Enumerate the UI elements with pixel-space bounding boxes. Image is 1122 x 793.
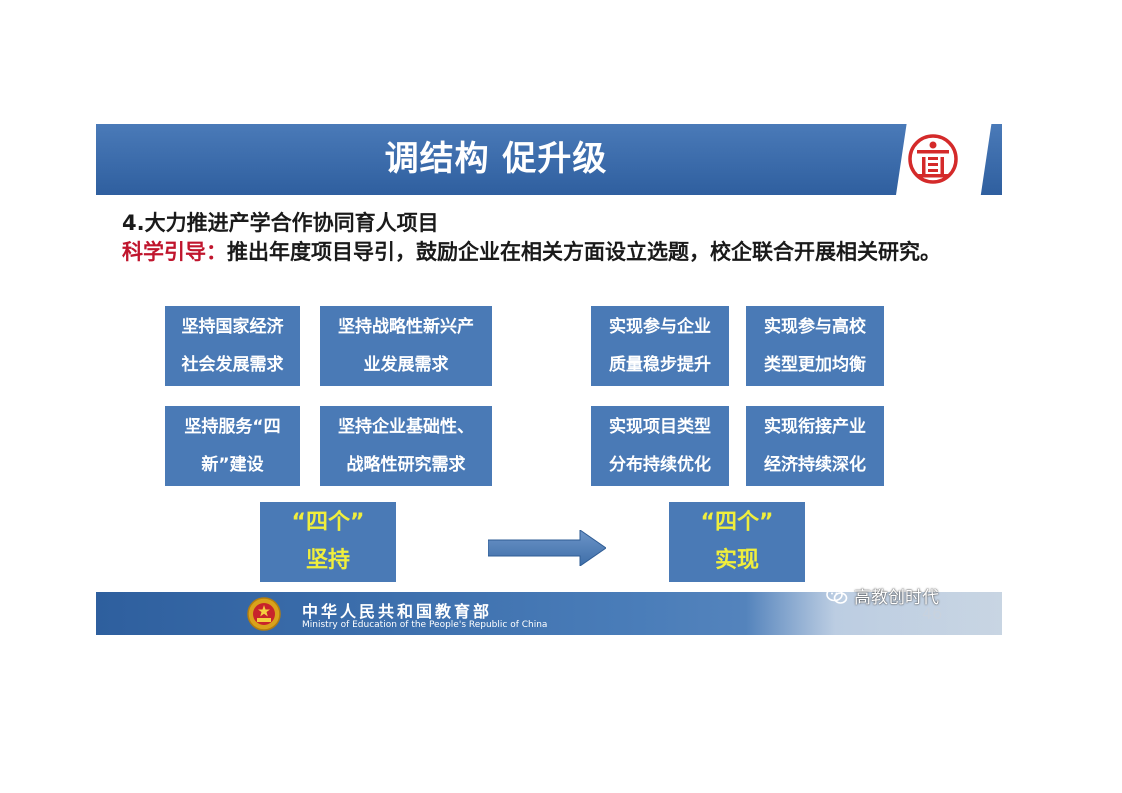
wechat-icon xyxy=(826,587,848,604)
achieve-summary-box: “四个” 实现 xyxy=(669,502,805,582)
box-line: 社会发展需求 xyxy=(181,355,284,375)
persist-box-1: 坚持国家经济 社会发展需求 xyxy=(165,306,300,386)
guidance-text: 推出年度项目导引，鼓励企业在相关方面设立选题，校企联合开展相关研究。 xyxy=(227,240,941,264)
right-arrow-icon xyxy=(488,530,606,566)
slide: 调结构 促升级 4.大力推进产学合作协同育人项目 科学引导：推出年度项目导引，鼓… xyxy=(96,124,1002,635)
persist-summary-box: “四个” 坚持 xyxy=(260,502,396,582)
summary-line: “四个” xyxy=(700,510,774,535)
box-line: 坚持战略性新兴产 xyxy=(338,317,474,337)
box-line: 坚持国家经济 xyxy=(181,317,284,337)
box-line: 新”建设 xyxy=(201,455,264,475)
box-line: 业发展需求 xyxy=(363,355,449,375)
box-line: 类型更加均衡 xyxy=(764,355,866,375)
box-line: 分布持续优化 xyxy=(609,455,711,475)
box-line: 经济持续深化 xyxy=(764,455,866,475)
box-line: 质量稳步提升 xyxy=(609,355,711,375)
achieve-box-3: 实现项目类型 分布持续优化 xyxy=(591,406,729,486)
building-photo xyxy=(746,592,1002,635)
slide-header xyxy=(96,124,1002,195)
achieve-box-1: 实现参与企业 质量稳步提升 xyxy=(591,306,729,386)
box-line: 坚持企业基础性、 xyxy=(338,417,474,437)
persist-box-4: 坚持企业基础性、 战略性研究需求 xyxy=(320,406,492,486)
box-line: 实现衔接产业 xyxy=(764,417,866,437)
guidance-label: 科学引导： xyxy=(122,240,227,264)
achieve-box-2: 实现参与高校 类型更加均衡 xyxy=(746,306,884,386)
national-emblem-icon xyxy=(247,597,281,631)
guidance-paragraph: 科学引导：推出年度项目导引，鼓励企业在相关方面设立选题，校企联合开展相关研究。 xyxy=(122,237,992,268)
watermark: 高教创时代 xyxy=(826,583,939,608)
achieve-box-4: 实现衔接产业 经济持续深化 xyxy=(746,406,884,486)
page-number: 46 xyxy=(922,604,943,623)
box-line: 实现参与企业 xyxy=(609,317,711,337)
summary-line: 坚持 xyxy=(305,548,350,573)
ministry-name-en: Ministry of Education of the People's Re… xyxy=(302,620,548,630)
persist-box-2: 坚持战略性新兴产 业发展需求 xyxy=(320,306,492,386)
box-line: 坚持服务“四 xyxy=(184,417,281,437)
box-line: 实现项目类型 xyxy=(609,417,711,437)
brand-logo-icon xyxy=(908,134,958,184)
watermark-text: 高教创时代 xyxy=(854,588,939,608)
ministry-name-cn: 中华人民共和国教育部 xyxy=(302,602,493,621)
box-line: 战略性研究需求 xyxy=(346,455,466,475)
persist-box-3: 坚持服务“四 新”建设 xyxy=(165,406,300,486)
section-heading: 4.大力推进产学合作协同育人项目 xyxy=(122,211,439,235)
summary-line: 实现 xyxy=(714,548,759,573)
slide-title: 调结构 促升级 xyxy=(384,139,608,179)
box-line: 实现参与高校 xyxy=(764,317,866,337)
summary-line: “四个” xyxy=(291,510,365,535)
